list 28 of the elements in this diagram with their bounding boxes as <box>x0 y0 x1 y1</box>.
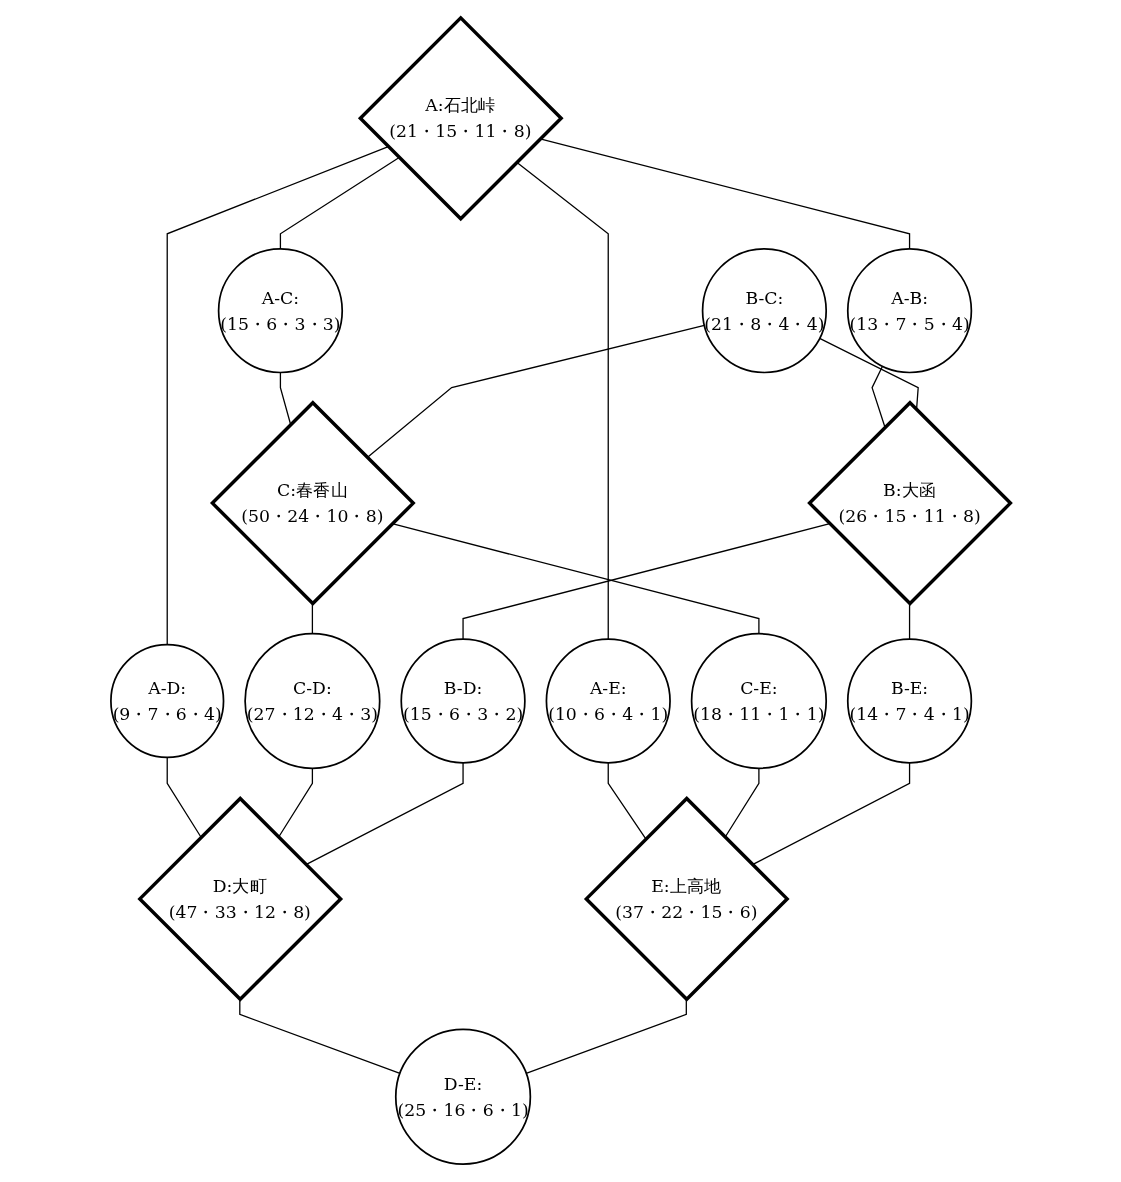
node-circle: A-B: (13・7・5・4) <box>846 248 973 374</box>
connector <box>525 998 687 1075</box>
connector <box>908 602 911 640</box>
connector <box>166 756 202 838</box>
connector <box>607 762 647 840</box>
connector <box>515 161 609 640</box>
connector <box>366 324 705 459</box>
connector <box>239 998 401 1075</box>
connector <box>724 767 760 838</box>
node-circle: A-C: (15・6・3・3) <box>217 248 343 374</box>
node-diamond: C:春香山 (50・24・10・8) <box>209 400 416 606</box>
node-circle: B-D: (15・6・3・2) <box>400 638 526 764</box>
node-diamond: A:石北峠 (21・15・11・8) <box>357 15 564 222</box>
connector <box>279 156 400 250</box>
node-diamond: E:上高地 (37・22・15・6) <box>583 796 790 1002</box>
connector <box>277 767 313 838</box>
node-circle: B-C: (21・8・4・4) <box>701 248 827 374</box>
connector <box>166 146 389 646</box>
connector <box>305 762 464 866</box>
node-circle: C-E: (18・11・1・1) <box>690 632 827 770</box>
connector <box>539 138 911 250</box>
node-circle: A-D: (9・7・6・4) <box>109 643 225 759</box>
node-diamond: D:大町 (47・33・12・8) <box>137 796 343 1002</box>
node-circle: C-D: (27・12・4・3) <box>244 632 381 770</box>
node-circle: D-E: (25・16・6・1) <box>394 1028 532 1165</box>
node-circle: A-E: (10・6・4・1) <box>545 638 671 764</box>
node-circle: B-E: (14・7・4・1) <box>846 638 973 764</box>
node-diamond: B:大函 (26・15・11・8) <box>807 400 1013 606</box>
